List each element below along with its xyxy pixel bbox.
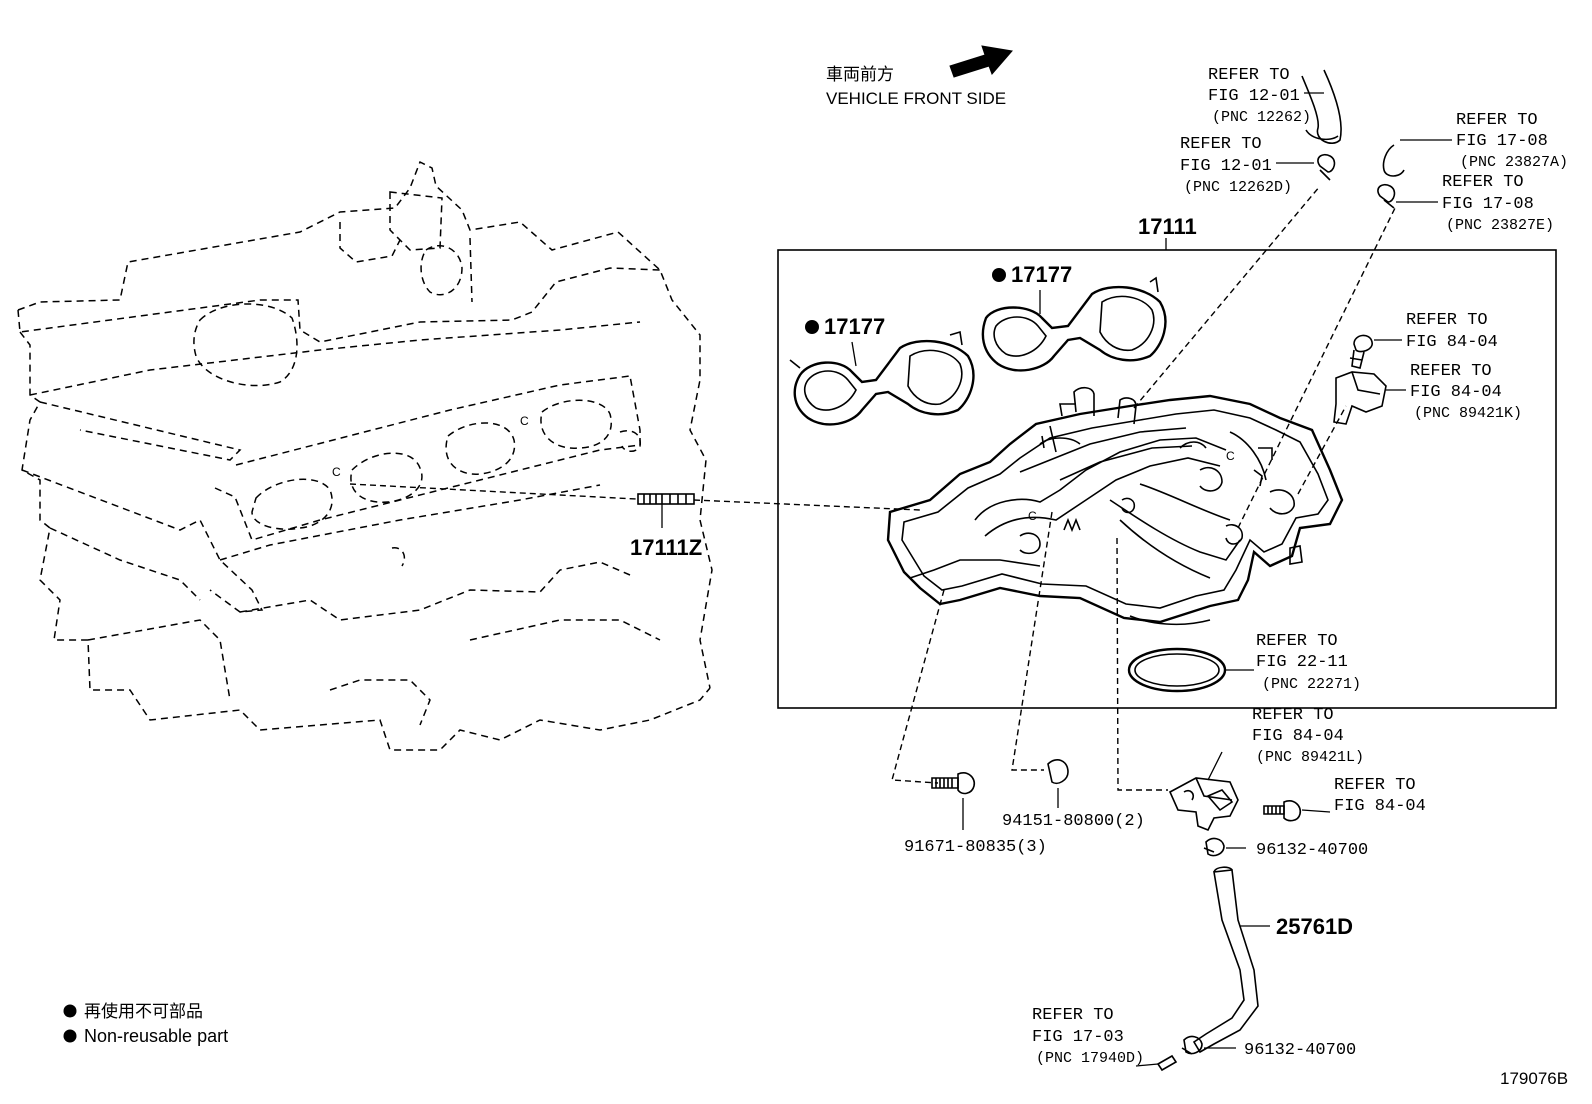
figure-id: 179076B	[1500, 1069, 1568, 1088]
ref-89421k: REFER TO FIG 84-04 (PNC 89421K)	[1386, 362, 1522, 422]
svg-text:REFER TO: REFER TO	[1208, 66, 1290, 85]
nut-94151	[1047, 759, 1069, 808]
svg-text:FIG 84-04: FIG 84-04	[1410, 383, 1502, 402]
svg-text:(PNC 23827E): (PNC 23827E)	[1446, 217, 1554, 234]
manifold-mark-c2: C	[1226, 449, 1235, 463]
hose-clip-upper	[1203, 837, 1246, 857]
gasket-left-pn: 17177	[824, 314, 885, 339]
svg-text:FIG 12-01: FIG 12-01	[1208, 87, 1300, 106]
stud-to-head-line	[349, 483, 637, 500]
clip-lower-pn: 96132-40700	[1244, 1041, 1356, 1060]
ref-12262d: REFER TO FIG 12-01 (PNC 12262D)	[1180, 135, 1314, 196]
sensor-right-assoc-line	[1297, 405, 1347, 495]
stud-to-manifold-line	[693, 499, 921, 511]
head-mark-c2: C	[520, 414, 529, 428]
legend-jp: 再使用不可部品	[84, 1001, 203, 1021]
vehicle-front-indicator: 車両前方 VEHICLE FRONT SIDE	[826, 45, 1013, 108]
gasket-17177-left	[789, 330, 975, 426]
hose-pn: 25761D	[1276, 914, 1353, 939]
nonreusable-mark-right	[992, 268, 1006, 282]
orientation-en: VEHICLE FRONT SIDE	[826, 89, 1006, 108]
sensor-bolt-84-04	[1349, 334, 1373, 369]
vacuum-sensor-89421l	[1168, 777, 1239, 832]
svg-text:REFER TO: REFER TO	[1180, 135, 1262, 154]
nut-pn: 94151-80800(2)	[1002, 812, 1145, 831]
clip-upper-assoc-line	[1133, 185, 1321, 409]
svg-text:FIG 17-03: FIG 17-03	[1032, 1028, 1124, 1047]
ref-22271: REFER TO FIG 22-11 (PNC 22271)	[1256, 632, 1361, 693]
svg-text:REFER TO: REFER TO	[1334, 776, 1416, 795]
engine-block-outline: C C	[17, 160, 713, 751]
svg-text:(PNC 12262D): (PNC 12262D)	[1184, 179, 1292, 196]
svg-text:FIG 17-08: FIG 17-08	[1442, 195, 1534, 214]
clip-23827e	[1377, 183, 1396, 209]
gasket-right-pn: 17177	[1011, 262, 1072, 287]
svg-text:FIG 22-11: FIG 22-11	[1256, 653, 1348, 672]
assembly-box	[777, 249, 1557, 709]
front-arrow-icon	[949, 45, 1013, 78]
manifold-mark-c1: C	[1028, 509, 1037, 523]
svg-text:(PNC 12262): (PNC 12262)	[1212, 109, 1311, 126]
bolt-assoc-line	[891, 589, 945, 784]
sensor-bolt-lower	[1263, 800, 1331, 822]
legend-en: Non-reusable part	[84, 1026, 228, 1046]
svg-text:REFER TO: REFER TO	[1032, 1006, 1114, 1025]
legend-dot-en	[63, 1029, 77, 1043]
throttle-gasket-ring	[1127, 647, 1227, 693]
svg-text:REFER TO: REFER TO	[1456, 111, 1538, 130]
stud-17111z	[637, 493, 695, 528]
svg-text:REFER TO: REFER TO	[1252, 706, 1334, 725]
sensor-assoc-line	[1116, 537, 1168, 791]
svg-text:FIG 84-04: FIG 84-04	[1252, 727, 1344, 746]
svg-text:REFER TO: REFER TO	[1406, 311, 1488, 330]
orientation-jp: 車両前方	[826, 65, 894, 84]
head-mark-c1: C	[332, 465, 341, 479]
ref-84-04-bolt: REFER TO FIG 84-04	[1374, 311, 1498, 352]
svg-text:(PNC 23827A): (PNC 23827A)	[1460, 154, 1568, 171]
svg-text:(PNC 22271): (PNC 22271)	[1262, 676, 1361, 693]
legend: 再使用不可部品 Non-reusable part	[63, 1001, 228, 1046]
pressure-sensor-89421k	[1333, 371, 1387, 425]
bolt-91671	[931, 772, 976, 830]
clip-right-assoc-line	[1237, 205, 1397, 529]
svg-text:(PNC 89421L): (PNC 89421L)	[1256, 749, 1364, 766]
svg-text:FIG 17-08: FIG 17-08	[1456, 132, 1548, 151]
intake-manifold: C C	[886, 386, 1344, 626]
svg-text:FIG 84-04: FIG 84-04	[1406, 333, 1498, 352]
gasket-17177-right	[981, 276, 1167, 372]
legend-dot-jp	[63, 1004, 77, 1018]
hose-end-12262	[1301, 69, 1342, 144]
ref-89421l: REFER TO FIG 84-04 (PNC 89421L)	[1252, 706, 1364, 766]
svg-text:REFER TO: REFER TO	[1442, 173, 1524, 192]
ref-12262: REFER TO FIG 12-01 (PNC 12262)	[1208, 66, 1324, 126]
svg-text:FIG 12-01: FIG 12-01	[1180, 157, 1272, 176]
ref-17940d: REFER TO FIG 17-03 (PNC 17940D)	[1032, 1006, 1144, 1067]
nonreusable-mark-left	[805, 320, 819, 334]
svg-text:(PNC 89421K): (PNC 89421K)	[1414, 405, 1522, 422]
stud-pn: 17111Z	[630, 535, 702, 560]
clip-upper-pn: 96132-40700	[1256, 841, 1368, 860]
ref-23827a: REFER TO FIG 17-08 (PNC 23827A)	[1400, 111, 1568, 171]
svg-text:REFER TO: REFER TO	[1410, 362, 1492, 381]
svg-text:REFER TO: REFER TO	[1256, 632, 1338, 651]
ref-23827e: REFER TO FIG 17-08 (PNC 23827E)	[1396, 173, 1554, 234]
hose-end-23827a	[1382, 144, 1405, 177]
svg-text:(PNC 17940D): (PNC 17940D)	[1036, 1050, 1144, 1067]
bolt-pn: 91671-80835(3)	[904, 838, 1047, 857]
nut-assoc-line	[1011, 511, 1053, 771]
clip-12262d	[1317, 153, 1336, 181]
vacuum-hose-25761d	[1192, 866, 1270, 1054]
ref-84-04-lower: REFER TO FIG 84-04	[1334, 776, 1426, 816]
assembly-pnc: 17111	[1138, 214, 1197, 239]
svg-text:FIG 84-04: FIG 84-04	[1334, 797, 1426, 816]
hose-clip-lower	[1135, 1035, 1236, 1072]
